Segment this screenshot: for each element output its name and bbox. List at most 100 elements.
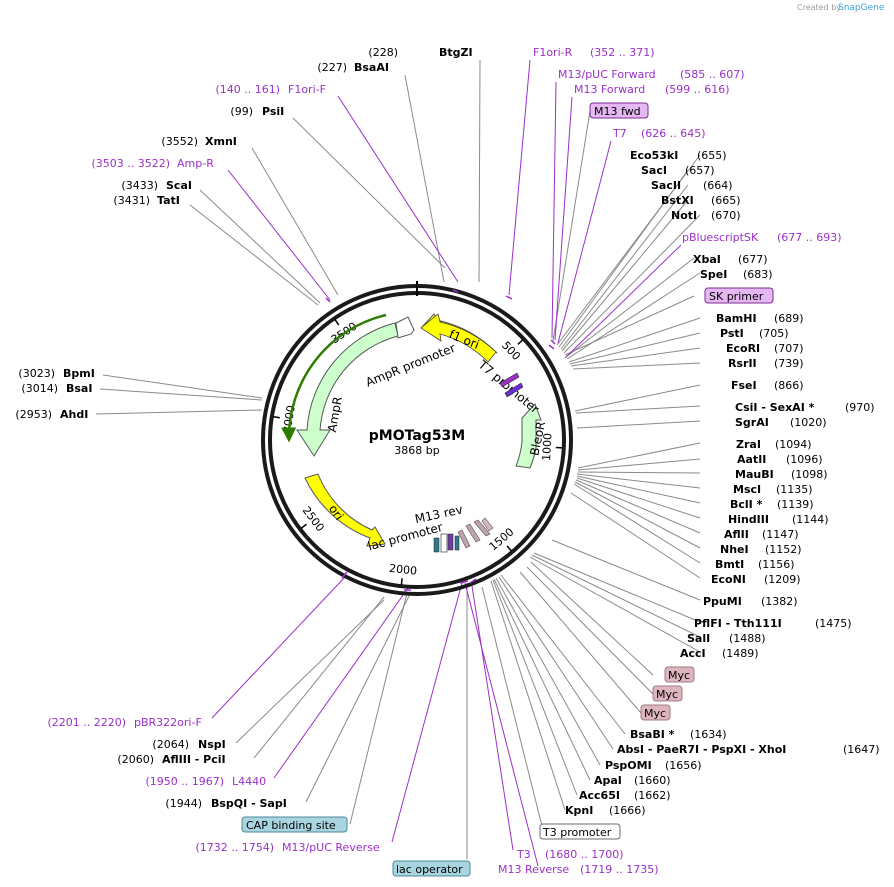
svg-text:SK primer: SK primer <box>709 290 764 303</box>
enzyme-label[interactable]: PsiI <box>262 105 284 118</box>
primer-label[interactable]: M13/pUC Forward(585 .. 607) <box>558 68 745 81</box>
enzyme-label[interactable]: AhdI <box>60 408 88 421</box>
lac-promoter-label: lac promoter <box>366 520 444 553</box>
feature-ori[interactable]: ori <box>304 473 386 547</box>
tick-mark <box>272 415 280 419</box>
t7-promoter-label: T7 promoter <box>475 357 542 416</box>
enzyme-label[interactable]: (2064) <box>152 738 189 751</box>
feature-box-myc[interactable]: Myc <box>664 666 695 683</box>
enzyme-label[interactable]: (228) <box>368 46 398 59</box>
svg-text:Myc: Myc <box>656 688 678 701</box>
enzyme-labels: (228) BtgZI (227) BsaAI (99) PsiI (3552)… <box>15 46 879 817</box>
boxed-labels: M13 fwd SK primer Myc Myc Myc T3 promote… <box>241 102 774 877</box>
enzyme-label[interactable]: TatI <box>157 194 180 207</box>
credit-prefix: Created by <box>797 3 841 12</box>
tick-mark <box>300 523 307 530</box>
feature-box-lac-operator[interactable]: lac operator <box>392 860 471 877</box>
primer-label[interactable]: (2201 .. 2220)pBR322ori-F <box>47 716 201 729</box>
feature-ampr[interactable]: AmpR <box>281 313 399 457</box>
enzyme-label[interactable]: BmtI(1156) <box>715 558 795 571</box>
enzyme-label[interactable]: SacI(657) <box>641 164 715 177</box>
enzyme-label[interactable]: BsaBI *(1634) <box>630 728 727 741</box>
enzyme-label[interactable]: AflII(1147) <box>724 528 799 541</box>
plasmid-length: 3868 bp <box>394 444 439 457</box>
enzyme-label[interactable]: (3014) <box>21 382 58 395</box>
enzyme-label[interactable]: PspOMI(1656) <box>605 759 702 772</box>
enzyme-label[interactable]: BtgZI <box>439 46 473 59</box>
enzyme-label[interactable]: AbsI - PaeR7I - PspXI - XhoI(1647) <box>617 743 880 756</box>
enzyme-label[interactable]: PflFI - Tth111I(1475) <box>694 617 852 630</box>
primer-label[interactable]: T7(626 .. 645) <box>612 127 706 140</box>
ampr-promoter-label: AmpR promoter <box>364 341 458 390</box>
primer-label[interactable]: (1732 .. 1754)M13/pUC Reverse <box>195 841 379 854</box>
feature-box-t3-promoter[interactable]: T3 promoter <box>539 823 621 840</box>
primer-label[interactable]: (3503 .. 3522)Amp-R <box>91 157 214 170</box>
tick-mark <box>400 578 403 586</box>
enzyme-label[interactable]: ScaI <box>166 179 192 192</box>
enzyme-label[interactable]: BstXI(665) <box>661 194 741 207</box>
enzyme-label[interactable]: Acc65I(1662) <box>579 789 671 802</box>
enzyme-label[interactable]: (2060) <box>117 753 154 766</box>
enzyme-label[interactable]: HindIII(1144) <box>728 513 829 526</box>
enzyme-label[interactable]: (2953) <box>15 408 52 421</box>
enzyme-label[interactable]: XbaI(677) <box>693 253 768 266</box>
enzyme-label[interactable]: KpnI(1666) <box>565 804 646 817</box>
enzyme-label[interactable]: BamHI(689) <box>716 312 804 325</box>
enzyme-label[interactable]: AflIII - PciI <box>162 753 226 766</box>
enzyme-label[interactable]: (227) <box>317 61 347 74</box>
enzyme-label[interactable]: FseI(866) <box>731 379 804 392</box>
enzyme-label[interactable]: (3431) <box>113 194 150 207</box>
enzyme-label[interactable]: SgrAI(1020) <box>735 416 827 429</box>
enzyme-label[interactable]: Eco53kI(655) <box>630 149 727 162</box>
feature-box-cap-binding-site[interactable]: CAP binding site <box>241 816 348 833</box>
enzyme-label[interactable]: PstI(705) <box>720 327 789 340</box>
enzyme-label[interactable]: SpeI(683) <box>700 268 773 281</box>
svg-text:CAP binding site: CAP binding site <box>246 819 336 832</box>
enzyme-label[interactable]: RsrII(739) <box>728 357 804 370</box>
enzyme-label[interactable]: SacII(664) <box>651 179 733 192</box>
enzyme-label[interactable]: AccI(1489) <box>680 647 759 660</box>
enzyme-label[interactable]: NotI(670) <box>671 209 741 222</box>
enzyme-label[interactable]: EcoNI(1209) <box>711 573 801 586</box>
primer-label[interactable]: F1ori-R(352 .. 371) <box>533 46 655 59</box>
feature-bleor[interactable]: BleoR <box>515 403 548 469</box>
enzyme-label[interactable]: MauBI(1098) <box>735 468 828 481</box>
enzyme-label[interactable]: (3552) <box>161 135 198 148</box>
enzyme-label[interactable]: (1944) <box>165 797 202 810</box>
enzyme-label[interactable]: ApaI(1660) <box>594 774 671 787</box>
enzyme-label[interactable]: MscI(1135) <box>733 483 813 496</box>
enzyme-label[interactable]: NheI(1152) <box>720 543 802 556</box>
enzyme-label[interactable]: PpuMI(1382) <box>703 595 798 608</box>
primer-label[interactable]: M13 Reverse(1719 .. 1735) <box>498 863 659 876</box>
primer-leaders <box>211 59 682 867</box>
enzyme-label[interactable]: AatII(1096) <box>737 453 823 466</box>
enzyme-label[interactable]: XmnI <box>205 135 237 148</box>
svg-text:T3 promoter: T3 promoter <box>542 826 612 839</box>
feature-box-sk-primer[interactable]: SK primer <box>704 287 774 304</box>
enzyme-label[interactable]: BsaI <box>66 382 92 395</box>
enzyme-label[interactable]: EcoRI(707) <box>726 342 804 355</box>
enzyme-label[interactable]: (99) <box>230 105 253 118</box>
enzyme-leaders <box>95 59 701 859</box>
enzyme-label[interactable]: BsaAI <box>354 61 389 74</box>
primer-label[interactable]: T3(1680 .. 1700) <box>516 848 624 861</box>
feature-box-myc[interactable]: Myc <box>640 704 671 721</box>
primer-label[interactable]: M13 Forward(599 .. 616) <box>574 83 730 96</box>
feature-box-m13-fwd[interactable]: M13 fwd <box>589 102 649 119</box>
enzyme-label[interactable]: (3023) <box>18 367 55 380</box>
primer-marks <box>325 289 556 591</box>
enzyme-label[interactable]: BpmI <box>63 367 95 380</box>
primer-label[interactable]: (1950 .. 1967)L4440 <box>145 775 266 788</box>
enzyme-label[interactable]: BclI *(1139) <box>730 498 814 511</box>
enzyme-label[interactable]: BspQI - SapI <box>211 797 287 810</box>
enzyme-label[interactable]: (3433) <box>121 179 158 192</box>
enzyme-label[interactable]: ZraI(1094) <box>736 438 812 451</box>
primer-label[interactable]: (140 .. 161)F1ori-F <box>215 83 326 96</box>
primer-labels: F1ori-R(352 .. 371) M13/pUC Forward(585 … <box>47 46 841 876</box>
enzyme-label[interactable]: CsiI - SexAI *(970) <box>735 401 875 414</box>
enzyme-label[interactable]: NspI <box>198 738 226 751</box>
enzyme-label[interactable]: SalI(1488) <box>687 632 766 645</box>
primer-label[interactable]: pBluescriptSK(677 .. 693) <box>682 231 842 244</box>
feature-box-myc[interactable]: Myc <box>652 685 683 702</box>
svg-text:lac operator: lac operator <box>396 863 463 876</box>
